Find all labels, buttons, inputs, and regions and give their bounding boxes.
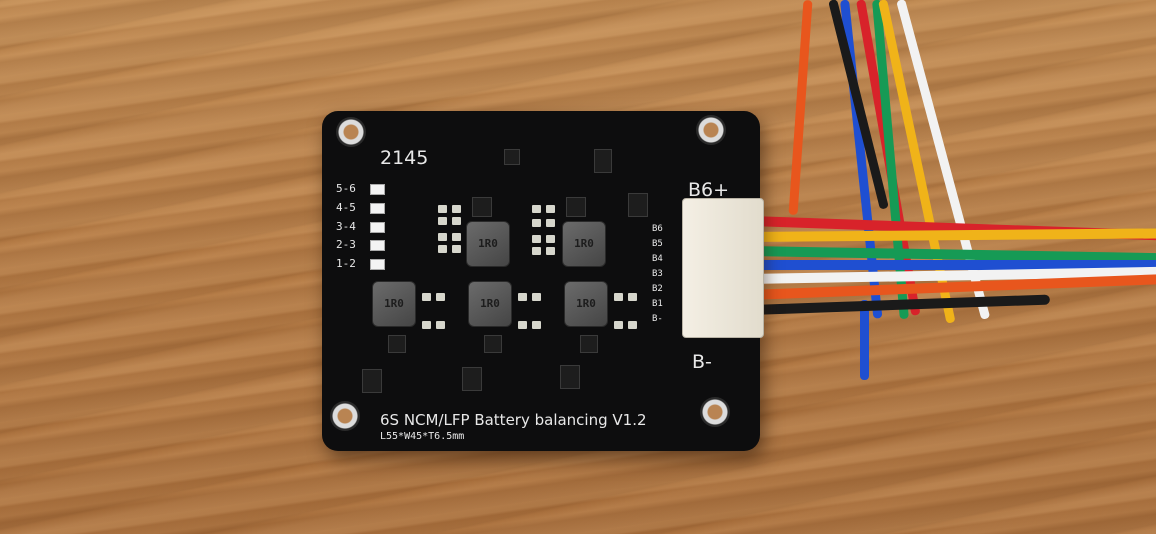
ic-chip <box>484 335 502 353</box>
smd-pad <box>518 321 527 329</box>
transistor-chip <box>462 367 482 391</box>
smd-pad <box>628 293 637 301</box>
pin-label-b-minus: B- <box>652 314 663 324</box>
smd-pad <box>546 247 555 255</box>
pin-label-b6: B6 <box>652 224 663 234</box>
transistor-chip <box>628 193 648 217</box>
smd-pad <box>438 217 447 225</box>
smd-pad <box>452 205 461 213</box>
smd-pad <box>532 205 541 213</box>
smd-pad <box>436 321 445 329</box>
smd-pad <box>436 293 445 301</box>
board-dimensions: L55*W45*T6.5mm <box>380 431 465 442</box>
led-indicator <box>370 184 385 195</box>
mounting-hole-top-right <box>696 115 726 145</box>
inductor: 1R0 <box>466 221 510 267</box>
led-indicator <box>370 203 385 214</box>
pin-label-b1: B1 <box>652 299 663 309</box>
board-title: 6S NCM/LFP Battery balancing V1.2 <box>380 411 647 429</box>
led-indicator <box>370 222 385 233</box>
led-label-4-5: 4-5 <box>336 201 356 214</box>
smd-pad <box>532 219 541 227</box>
smd-pad <box>452 217 461 225</box>
smd-pad <box>532 293 541 301</box>
smd-pad <box>452 245 461 253</box>
smd-pad <box>546 219 555 227</box>
pin-label-b4: B4 <box>652 254 663 264</box>
inductor: 1R0 <box>562 221 606 267</box>
transistor-chip <box>504 149 520 165</box>
transistor-chip <box>594 149 612 173</box>
connector-label-b6-plus: B6+ <box>688 179 730 201</box>
inductor: 1R0 <box>564 281 608 327</box>
smd-pad <box>438 233 447 241</box>
led-label-1-2: 1-2 <box>336 257 356 270</box>
transistor-chip <box>560 365 580 389</box>
led-indicator <box>370 240 385 251</box>
led-label-3-4: 3-4 <box>336 220 356 233</box>
mounting-hole-top-left <box>336 117 366 147</box>
pin-label-b3: B3 <box>652 269 663 279</box>
pin-label-b5: B5 <box>652 239 663 249</box>
smd-pad <box>452 233 461 241</box>
smd-pad <box>422 293 431 301</box>
inductor: 1R0 <box>468 281 512 327</box>
smd-pad <box>614 321 623 329</box>
inductor: 1R0 <box>372 281 416 327</box>
led-indicator <box>370 259 385 270</box>
smd-pad <box>518 293 527 301</box>
smd-pad <box>422 321 431 329</box>
mounting-hole-bottom-right <box>700 397 730 427</box>
ic-chip <box>388 335 406 353</box>
ic-chip <box>566 197 586 217</box>
serial-number: 2145 <box>380 147 429 169</box>
smd-pad <box>532 247 541 255</box>
smd-pad <box>546 235 555 243</box>
ic-chip <box>472 197 492 217</box>
wire-blue <box>750 260 1156 270</box>
connector-label-b-minus: B- <box>692 351 712 373</box>
smd-pad <box>532 235 541 243</box>
smd-pad <box>614 293 623 301</box>
ic-chip <box>580 335 598 353</box>
mounting-hole-bottom-left <box>330 401 360 431</box>
led-label-5-6: 5-6 <box>336 182 356 195</box>
smd-pad <box>546 205 555 213</box>
smd-pad <box>438 205 447 213</box>
smd-pad <box>628 321 637 329</box>
smd-pad <box>532 321 541 329</box>
led-label-2-3: 2-3 <box>336 238 356 251</box>
jst-connector <box>682 198 764 338</box>
wire-blue-end <box>860 300 869 380</box>
pcb-board: 2145 5-6 4-5 3-4 2-3 1-2 1R0 1R0 1R0 1R0… <box>322 111 760 451</box>
pin-label-b2: B2 <box>652 284 663 294</box>
smd-pad <box>438 245 447 253</box>
transistor-chip <box>362 369 382 393</box>
